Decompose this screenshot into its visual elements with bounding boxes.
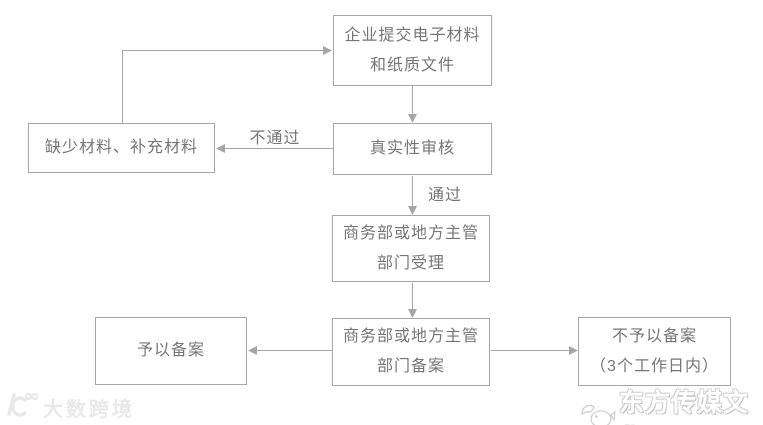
node-record-line1: 商务部或地方主管 [342,328,479,345]
node-deny-line2: （3个工作日内） [590,357,719,375]
node-record-line2: 部门备案 [376,358,445,375]
node-submit-line2: 和纸质文件 [369,56,455,74]
node-department-filing: 商务部或地方主管 部门备案 [332,318,490,386]
node-missing-line1: 缺少材料、补充材料 [44,139,198,156]
edge-label-passed: 通过 [427,187,462,204]
watermark-right-label: 东方传媒文化 [619,389,750,417]
node-submit-materials: 企业提交电子材料 和纸质文件 [333,15,492,86]
watermark-bottom-left: 大数跨境 [4,391,135,424]
node-department-acceptance: 商务部或地方主管 部门受理 [332,215,490,282]
node-accept-line1: 商务部或地方主管 [342,224,479,242]
watermark-bottom-right: 东方传媒文化 [580,383,763,425]
dashukuajing-logo-icon [4,391,39,424]
node-deny-filing: 不予以备案 （3个工作日内） [578,317,731,386]
node-grant-filing: 予以备案 [95,317,247,385]
node-review-line1: 真实性审核 [369,140,455,157]
node-authenticity-review: 真实性审核 [333,123,492,175]
node-accept-line2: 部门受理 [376,254,445,272]
node-grant-line1: 予以备案 [136,342,205,359]
node-missing-materials: 缺少材料、补充材料 [28,123,215,173]
edge-label-not-passed: 不通过 [249,130,301,147]
watermark-left-label: 大数跨境 [43,399,135,421]
node-deny-line1: 不予以备案 [611,327,697,345]
fish-logo-icon [580,401,616,425]
node-submit-line1: 企业提交电子材料 [344,26,481,44]
